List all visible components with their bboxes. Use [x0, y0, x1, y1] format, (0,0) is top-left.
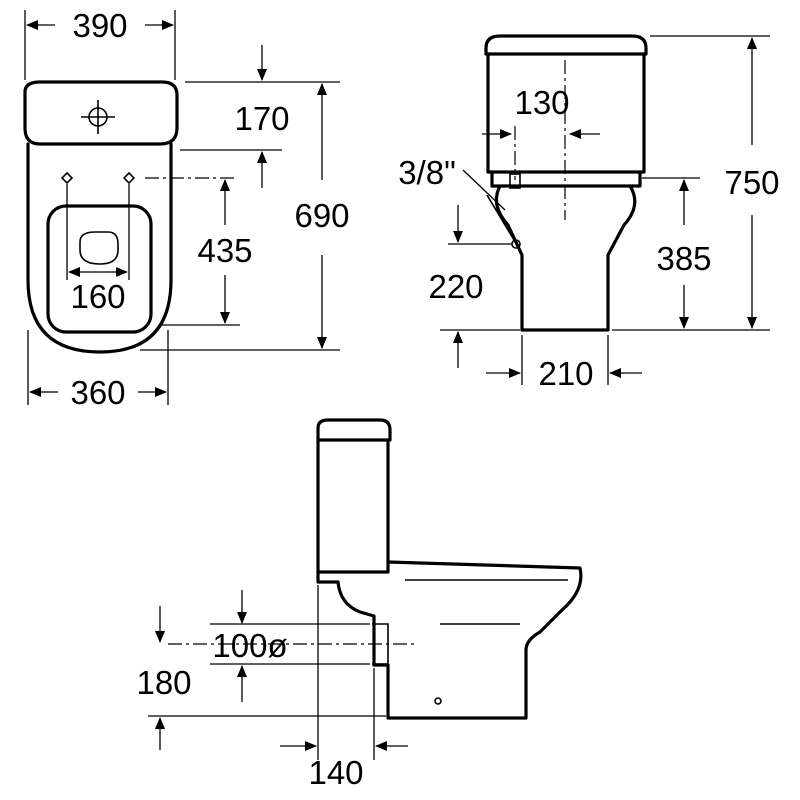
- fixing-hole-left: [60, 171, 74, 185]
- dim-base-width: 210: [538, 355, 593, 392]
- bowl-outline: [26, 142, 173, 354]
- dim-fixing-distance: 435: [197, 232, 252, 269]
- inlet-valve: [509, 173, 521, 189]
- front-view: 130 3/8" 750 385 220 210: [398, 34, 780, 392]
- seat-outline: [46, 204, 153, 334]
- dim-overall-height: 750: [724, 164, 779, 201]
- fixing-hole-right: [122, 171, 136, 185]
- bowl-opening: [79, 231, 119, 265]
- dim-fixing-spacing: 160: [70, 278, 125, 315]
- dim-overall-length: 690: [294, 197, 349, 234]
- dim-inlet-thread: 3/8": [398, 154, 456, 191]
- pan-outline: [494, 184, 637, 332]
- dim-outlet-diameter: 100ø: [212, 627, 287, 664]
- cistern-outline: [484, 34, 648, 56]
- dim-tank-offset: 170: [234, 100, 289, 137]
- side-body-outline: [316, 560, 583, 720]
- side-cistern-outline: [316, 418, 392, 442]
- dim-outlet-setback: 140: [308, 754, 363, 791]
- flush-button-icon: [81, 100, 115, 134]
- dim-inlet-height: 220: [428, 268, 483, 305]
- side-view: 100ø 180 140: [136, 418, 583, 791]
- tank-outline: [23, 80, 179, 146]
- top-view: 390 170 690 435 160 360: [23, 7, 350, 411]
- dim-seat-height: 385: [656, 240, 711, 277]
- dim-inlet-offset: 130: [514, 84, 569, 121]
- dim-bottom-width: 360: [70, 374, 125, 411]
- dim-top-width: 390: [72, 7, 127, 44]
- dim-outlet-height: 180: [136, 664, 191, 701]
